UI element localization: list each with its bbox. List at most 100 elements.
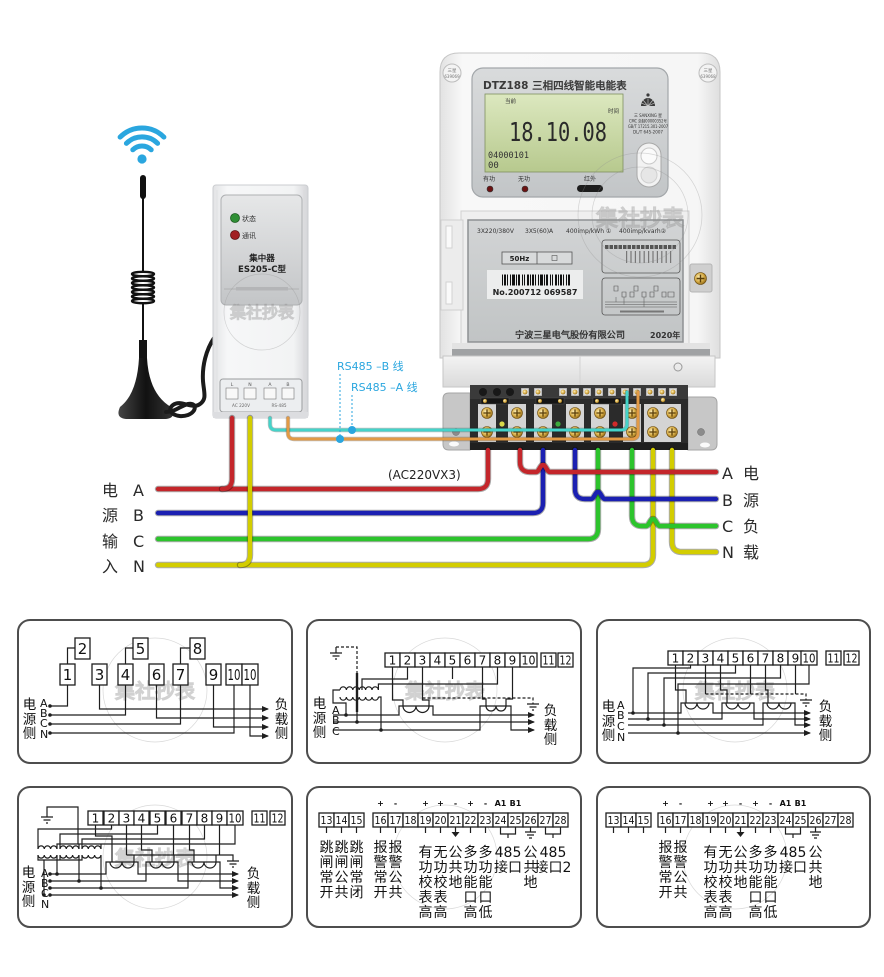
load-neutral-wire xyxy=(669,447,719,555)
phase-label-c: C xyxy=(332,725,340,738)
phase-label-n: N xyxy=(617,731,625,744)
polarity-mark: - xyxy=(739,799,742,808)
terminal-function-label: 报警常开 xyxy=(658,840,673,901)
terminal-label-b: B xyxy=(286,382,289,388)
terminal-10: 10 xyxy=(519,652,538,668)
terminal-number: 28 xyxy=(555,814,567,827)
concentrator-front-panel xyxy=(220,194,303,306)
terminal-group-rs485: RS-485 xyxy=(271,403,286,408)
connection-chart xyxy=(601,277,681,316)
terminal-number: 2 xyxy=(78,640,88,658)
source-phase-label: N xyxy=(133,557,145,576)
terminal-number: 21 xyxy=(450,814,462,827)
phase-c-indicator xyxy=(612,421,618,427)
terminal-box xyxy=(519,652,538,668)
terminal-8: 8 xyxy=(196,810,213,826)
wifi-signal-icon xyxy=(117,125,167,153)
polarity-mark: + xyxy=(722,799,729,808)
phase-label-b: B xyxy=(617,709,625,722)
terminal-27: 27 xyxy=(822,812,839,828)
terminal-function-label: 多功能口低 xyxy=(763,845,778,921)
rs485-a-callout: RS485 –A 线 xyxy=(351,380,418,394)
terminal-number: 20 xyxy=(435,814,447,827)
terminal-number: 10 xyxy=(229,811,242,825)
ground-icon xyxy=(800,699,812,707)
terminal-2: 2 xyxy=(74,637,91,660)
rs485-bracket xyxy=(544,827,562,838)
source-phase-label: A xyxy=(133,481,144,500)
terminal-number: 11 xyxy=(543,653,555,667)
terminal-number: 16 xyxy=(660,814,672,827)
terminal-1: 1 xyxy=(384,652,401,668)
terminal-6: 6 xyxy=(165,810,182,826)
frequency: 50Hz xyxy=(510,255,530,263)
terminal-11: 11 xyxy=(825,650,842,666)
aux-terminal-screw xyxy=(658,388,666,396)
terminal-function-label: 跳闸常闭 xyxy=(349,840,364,901)
phase-b-out xyxy=(155,685,269,721)
terminal-number: 13 xyxy=(321,814,333,827)
aux-terminal-screw xyxy=(583,388,591,396)
terminal-number: 1 xyxy=(672,651,680,665)
aux-terminal-screw xyxy=(521,388,529,396)
phase-label-a: A xyxy=(617,699,625,712)
source-phase-c-wire xyxy=(155,447,601,542)
comm-led xyxy=(230,230,240,240)
terminal-10: 10 xyxy=(225,663,243,686)
terminal-number: 7 xyxy=(186,811,194,825)
terminal-8: 8 xyxy=(189,637,206,660)
terminal-number: 7 xyxy=(479,653,487,667)
terminal-number: 3 xyxy=(702,651,710,665)
phase-a-indicator xyxy=(499,421,505,427)
lcd-screen xyxy=(484,93,624,173)
meter-model-title: DTZ188 三相四线智能电能表 xyxy=(483,79,627,92)
aux-terminal-screw xyxy=(595,388,603,396)
terminal-number: 21 xyxy=(735,814,747,827)
load-side-label: 负载侧 xyxy=(818,699,833,744)
terminal-number: 4 xyxy=(121,666,131,684)
terminal-function-label: 公共地 xyxy=(808,845,823,891)
rs485-a-marker xyxy=(348,426,356,434)
load-phase-a-wire xyxy=(517,447,719,475)
antenna-magnetic-base xyxy=(118,358,174,419)
rating-active-constant: 400imp/kWh ① xyxy=(566,228,611,235)
antenna-coil xyxy=(130,270,156,305)
terminal-number: 22 xyxy=(750,814,762,827)
voltage-link xyxy=(535,397,565,405)
terminal-number: 24 xyxy=(780,814,792,827)
brand-name: 三 SANXING 星 xyxy=(634,113,662,119)
polarity-mark: - xyxy=(394,799,397,808)
terminal-slot xyxy=(225,387,239,400)
lcd-right-label: 时间 xyxy=(608,107,619,115)
standard-gb: GB/T 17215.301-2007 xyxy=(628,124,668,129)
terminal-number: 27 xyxy=(540,814,552,827)
polarity-mark: + xyxy=(377,799,384,808)
terminal-number: 15 xyxy=(638,814,650,827)
status-led xyxy=(230,213,240,223)
terminal-function-label: 多功能口高 xyxy=(463,845,478,921)
meter-page-button[interactable] xyxy=(636,142,662,188)
terminal-screw xyxy=(481,407,493,419)
source-side-label: 电源侧 xyxy=(312,696,327,741)
terminal-box xyxy=(149,810,166,826)
terminal-1: 1 xyxy=(667,650,684,666)
load-label-char: 负 xyxy=(743,517,759,536)
diagram-1-wiring xyxy=(48,647,269,739)
terminal-3: 3 xyxy=(118,810,135,826)
load-phase-label: A xyxy=(722,464,733,483)
smart-meter: 三星 639069 三星 639068 DTZ188 三相四线智能电能表 当前 … xyxy=(439,52,721,451)
mount-bracket-left xyxy=(442,392,471,451)
phase-label-a: A xyxy=(40,697,48,710)
polarity-mark: - xyxy=(679,799,682,808)
polarity-mark: - xyxy=(484,799,487,808)
terminal-16: 16 xyxy=(372,812,389,828)
terminal-1: 1 xyxy=(87,810,104,826)
terminal-number: 2 xyxy=(108,811,116,825)
seal-code: 639069 xyxy=(444,74,460,79)
load-phase-c-wire xyxy=(629,447,719,529)
serial-number: No.200712 069587 xyxy=(493,288,578,297)
terminal-function-label: 有功校表高 xyxy=(418,845,433,921)
